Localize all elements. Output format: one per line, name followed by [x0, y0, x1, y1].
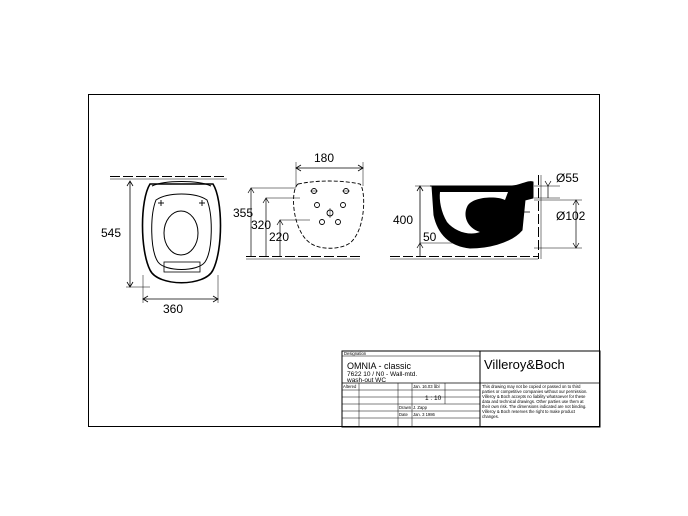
front-view — [110, 176, 227, 303]
svg-text:their own risk. The dimensions: their own risk. The dimensions indicated… — [482, 404, 586, 409]
date-label: Date — [399, 412, 409, 417]
svg-text:changes.: changes. — [482, 414, 499, 419]
title-block — [341, 350, 601, 428]
dimension-side-lower: 50 — [423, 230, 437, 244]
dimension-side-height: 400 — [393, 213, 413, 227]
date-value: Jan. 3 1986 — [413, 412, 436, 417]
dimension-top-h1: 355 — [233, 206, 253, 220]
drawn-value: J. Zapp — [413, 405, 428, 410]
top-view — [246, 162, 365, 260]
product-name: OMNIA - classic — [347, 361, 412, 371]
designation-label: Designation — [344, 351, 367, 356]
dimension-side-d1: Ø55 — [556, 171, 579, 185]
side-view — [390, 175, 582, 260]
scale-value: 1 : 10 — [425, 395, 442, 402]
drawing-border — [88, 94, 600, 427]
svg-text:Villeroy & Boch reserves the r: Villeroy & Boch reserves the right to ma… — [482, 409, 576, 414]
altered-label: Altered — [343, 384, 357, 389]
svg-text:data and technical drawings. O: data and technical drawings. Other parti… — [482, 399, 584, 404]
brand-logo: Villeroy&Boch — [484, 357, 565, 372]
svg-text:Villeroy & Boch accepts no lia: Villeroy & Boch accepts no liability wha… — [482, 394, 586, 399]
dimension-top-width: 180 — [314, 151, 334, 165]
disclaimer-text: This drawing may not be copied or passed… — [482, 384, 587, 419]
drawn-label: Drawn — [399, 405, 412, 410]
altered-value: Jan. 16.03 ßbl — [413, 384, 440, 389]
dimension-top-h2: 320 — [251, 218, 271, 232]
product-code: 7622 10 / N0 - Wall-mtd. — [347, 371, 417, 378]
dimension-top-h3: 220 — [269, 230, 289, 244]
product-type: wash-out WC — [346, 377, 386, 384]
dimension-front-width: 360 — [163, 302, 183, 316]
dimension-side-d2: Ø102 — [556, 209, 586, 223]
svg-text:parties or competitive compani: parties or competitive companies without… — [482, 389, 587, 394]
dimension-front-height: 545 — [101, 226, 121, 240]
svg-text:This drawing may not be copied: This drawing may not be copied or passed… — [482, 384, 581, 389]
